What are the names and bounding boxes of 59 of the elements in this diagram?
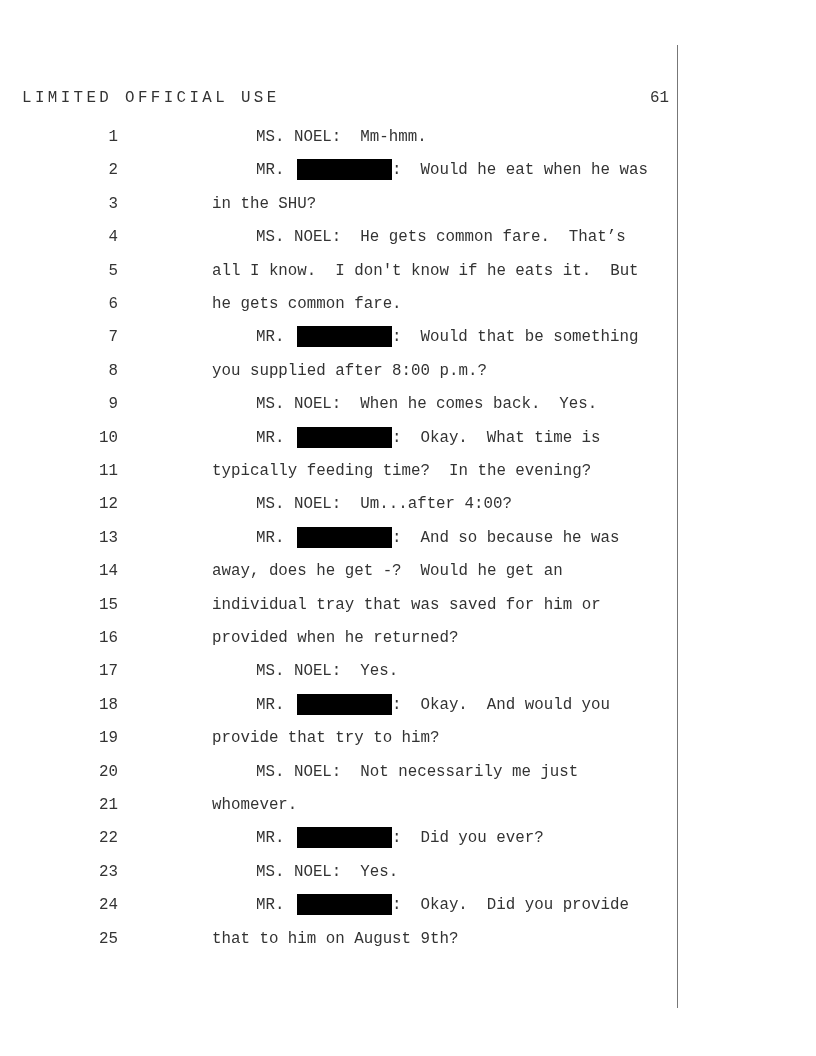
transcript-line: : Okay. And would you [392, 694, 611, 715]
transcript-line: provide that try to him? [212, 728, 440, 749]
line-number: 3 [107, 193, 118, 214]
page-number: 61 [650, 88, 669, 108]
line-number: 4 [107, 227, 118, 248]
transcript-line: : Would he eat when he was [392, 160, 648, 181]
transcript-line: away, does he get -? Would he get an [212, 561, 563, 582]
speaker-label: MR. [256, 694, 285, 715]
transcript-line: : Did you ever? [392, 828, 544, 849]
transcript-line: all I know. I don't know if he eats it. But [212, 260, 639, 281]
transcript-line: : And so because he was [392, 527, 620, 548]
line-number: 5 [107, 260, 118, 281]
speaker-label: MR. [256, 327, 285, 348]
transcript-line: : Okay. Did you provide [392, 895, 629, 916]
line-number: 13 [98, 527, 118, 548]
speaker-label: MR. [256, 828, 285, 849]
transcript-line: MS. NOEL: Yes. [256, 661, 399, 682]
line-number: 19 [98, 728, 118, 749]
transcript-line: typically feeding time? In the evening? [212, 461, 592, 481]
transcript-line: provided when he returned? [212, 628, 459, 648]
speaker-label: MR. [256, 527, 285, 548]
line-number: 25 [98, 928, 118, 949]
line-number: 18 [98, 694, 118, 715]
transcript-line: MS. NOEL: Mm-hmm. [256, 127, 427, 147]
line-number: 24 [98, 895, 118, 916]
line-number: 7 [107, 327, 118, 348]
line-number: 21 [98, 795, 118, 815]
transcript-line: you supplied after 8:00 p.m.? [212, 360, 487, 381]
transcript-line: MS. NOEL: He gets common fare. That’s [256, 227, 626, 248]
speaker-label: MR. [256, 160, 285, 181]
line-number: 2 [107, 160, 118, 181]
line-number: 12 [98, 494, 118, 515]
line-number: 15 [98, 594, 118, 615]
speaker-label: MR. [256, 427, 285, 448]
line-number: 17 [98, 661, 118, 682]
line-number: 20 [98, 761, 118, 782]
page-header: LIMITED OFFICIAL USE [22, 88, 280, 108]
speaker-label: MR. [256, 895, 285, 916]
transcript-line: : Would that be something [392, 327, 639, 348]
line-number: 6 [107, 294, 118, 314]
transcript-line: whomever. [212, 795, 298, 815]
line-number: 9 [107, 394, 118, 415]
transcript-line: in the SHU? [212, 193, 317, 214]
transcript-line: MS. NOEL: Yes. [256, 861, 399, 882]
line-number: 8 [107, 360, 118, 381]
transcript-line: MS. NOEL: When he comes back. Yes. [256, 394, 598, 415]
transcript-line: that to him on August 9th? [212, 928, 459, 949]
transcript-line: : Okay. What time is [392, 427, 601, 448]
transcript-line: MS. NOEL: Not necessarily me just [256, 761, 579, 782]
line-number: 10 [98, 427, 118, 448]
line-number: 11 [98, 461, 118, 481]
transcript-line: he gets common fare. [212, 294, 402, 314]
line-number: 14 [98, 561, 118, 582]
line-number: 22 [98, 828, 118, 849]
line-number: 1 [107, 127, 118, 147]
line-number: 23 [98, 861, 118, 882]
transcript-line: individual tray that was saved for him or [212, 594, 601, 615]
transcript-line: MS. NOEL: Um...after 4:00? [256, 494, 512, 515]
line-number: 16 [98, 628, 118, 648]
